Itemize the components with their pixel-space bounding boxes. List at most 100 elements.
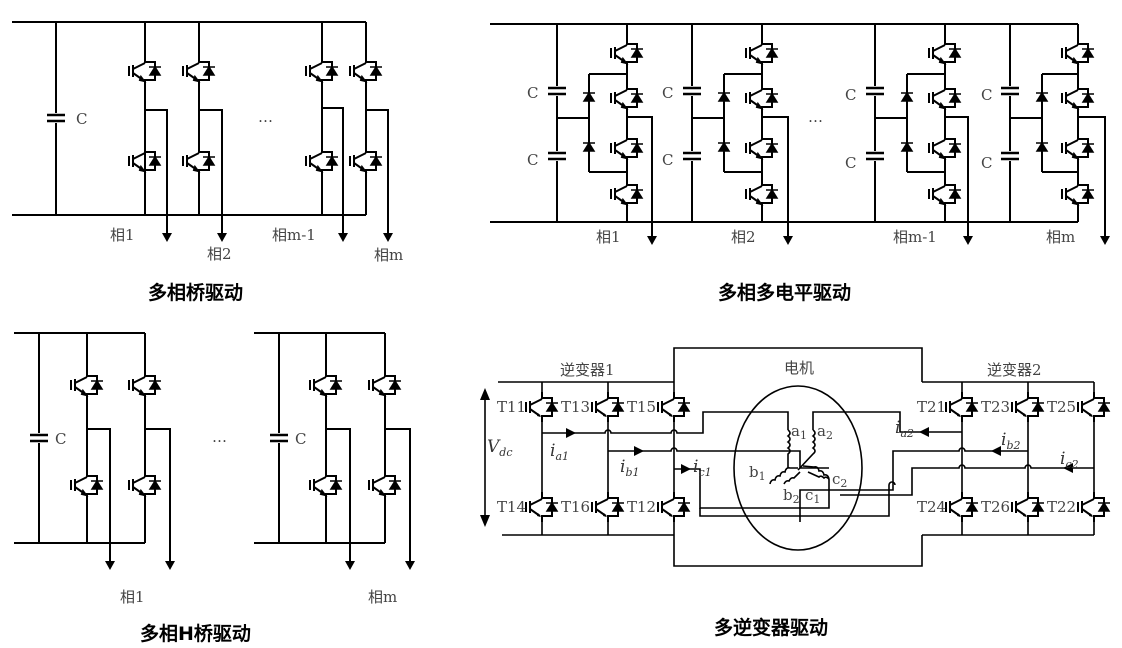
switch-label: T26: [981, 498, 1010, 516]
switch-label: T11: [497, 398, 526, 416]
arrow-heads: [162, 233, 393, 242]
ellipsis: …: [212, 428, 227, 446]
switch-label: T23: [981, 398, 1010, 416]
capacitor-icon: [999, 151, 1021, 161]
multilevel-legs: [546, 24, 1110, 245]
winding-label: a2: [817, 422, 833, 442]
capacitor-icon: [546, 151, 568, 161]
bridge-leg: [182, 22, 223, 238]
clamp-diode-icon: [1035, 142, 1049, 152]
phase-label: 相m: [368, 588, 397, 606]
clamp-diode-icon: [717, 142, 731, 152]
multilevel-leg: [546, 24, 657, 245]
phase-label: 相m-1: [272, 226, 316, 244]
multilevel-leg: [999, 24, 1110, 245]
panel-multiphase-h-bridge: [14, 332, 415, 570]
current-labels: ia1 ib1 ic1 ia2 ib2 ic2: [550, 418, 1079, 479]
vdc-label: Vdc: [487, 437, 512, 459]
igbt-icon: [928, 37, 962, 69]
current-arrows: [480, 388, 1073, 527]
current-label: ib2: [1001, 430, 1020, 452]
capacitor-icon: [864, 86, 886, 96]
igbt-icon: [610, 132, 644, 164]
igbt-icon: [591, 491, 625, 523]
winding-coil: [783, 471, 801, 485]
current-label: ic2: [1060, 449, 1079, 471]
clamp-diode-icon: [900, 142, 914, 152]
igbt-icon: [745, 82, 779, 114]
multilevel-leg: [864, 24, 973, 245]
capacitor-label: C: [55, 430, 66, 448]
igbt-icon: [525, 391, 559, 423]
winding-label: b2: [783, 486, 800, 506]
capacitor-label: C: [981, 154, 992, 172]
clamp-diode-icon: [900, 92, 914, 102]
current-label: ia1: [550, 441, 569, 463]
switch-label: T25: [1047, 398, 1076, 416]
capacitor-icon: [45, 113, 67, 123]
ellipsis: …: [258, 108, 273, 126]
igbt-icon: [1011, 391, 1045, 423]
capacitor-label: C: [662, 151, 673, 169]
motor-outline: [733, 385, 863, 551]
switch-label: T15: [627, 398, 656, 416]
switch-label: T21: [917, 398, 946, 416]
switch-label: T24: [917, 498, 946, 516]
capacitor-label: C: [662, 84, 673, 102]
clamp-diode-icon: [1035, 92, 1049, 102]
phase-label: 相m: [1046, 228, 1075, 246]
switch-label: T13: [561, 398, 590, 416]
capacitor-icon: [681, 151, 703, 161]
ellipsis: …: [808, 108, 823, 126]
inverter1-label: 逆变器1: [560, 361, 615, 379]
capacitor-label: C: [295, 430, 306, 448]
arrow-heads: [105, 561, 415, 570]
winding-coil: [769, 467, 798, 485]
motor-label: 电机: [784, 359, 814, 377]
bridge-leg: [305, 22, 344, 238]
igbt-icon: [945, 391, 979, 423]
igbt-icon: [657, 491, 691, 523]
switch-label: T22: [1047, 498, 1076, 516]
h-bridge-module: [254, 332, 411, 565]
capacitor-icon: [28, 433, 50, 443]
arrow-head: [1100, 236, 1110, 245]
clamp-diode-icon: [582, 92, 596, 102]
h-bridge-module: [14, 332, 171, 565]
current-label: ia2: [895, 418, 914, 440]
multilevel-leg: [681, 24, 793, 245]
phase-label: 相m-1: [893, 228, 937, 246]
igbt-icon: [1061, 82, 1095, 114]
caption-multi-inverter: 多逆变器驱动: [714, 616, 828, 639]
phase-label: 相1: [596, 228, 621, 246]
igbt-icon: [745, 37, 779, 69]
capacitor-label: C: [527, 151, 538, 169]
igbt-icon: [928, 82, 962, 114]
winding-coil: [797, 429, 816, 471]
panel-multi-inverter: [484, 347, 1095, 567]
capacitor-label: C: [845, 86, 856, 104]
bridge-leg: [349, 22, 389, 238]
igbt-icon: [745, 132, 779, 164]
caption-multiphase-bridge: 多相桥驱动: [148, 281, 243, 304]
phase-label: 相2: [207, 245, 232, 263]
clamp-diode-icon: [582, 142, 596, 152]
arrow-head: [783, 236, 793, 245]
current-label: ib1: [620, 457, 639, 479]
clamp-diode-icon: [717, 92, 731, 102]
capacitor-icon: [999, 86, 1021, 96]
igbt-icon: [610, 82, 644, 114]
winding-coil: [802, 465, 830, 480]
igbt-icon: [610, 37, 644, 69]
phase-label: 相1: [110, 226, 135, 244]
current-label: ic1: [693, 457, 712, 479]
winding-label: c2: [832, 470, 847, 490]
motor: [733, 385, 863, 551]
winding-label: c1: [805, 486, 820, 506]
igbt-icon: [1077, 491, 1111, 523]
phase-label: 相m: [374, 246, 403, 264]
capacitor-icon: [864, 151, 886, 161]
igbt-icon: [657, 391, 691, 423]
panel-multiphase-multilevel: [490, 23, 1078, 223]
